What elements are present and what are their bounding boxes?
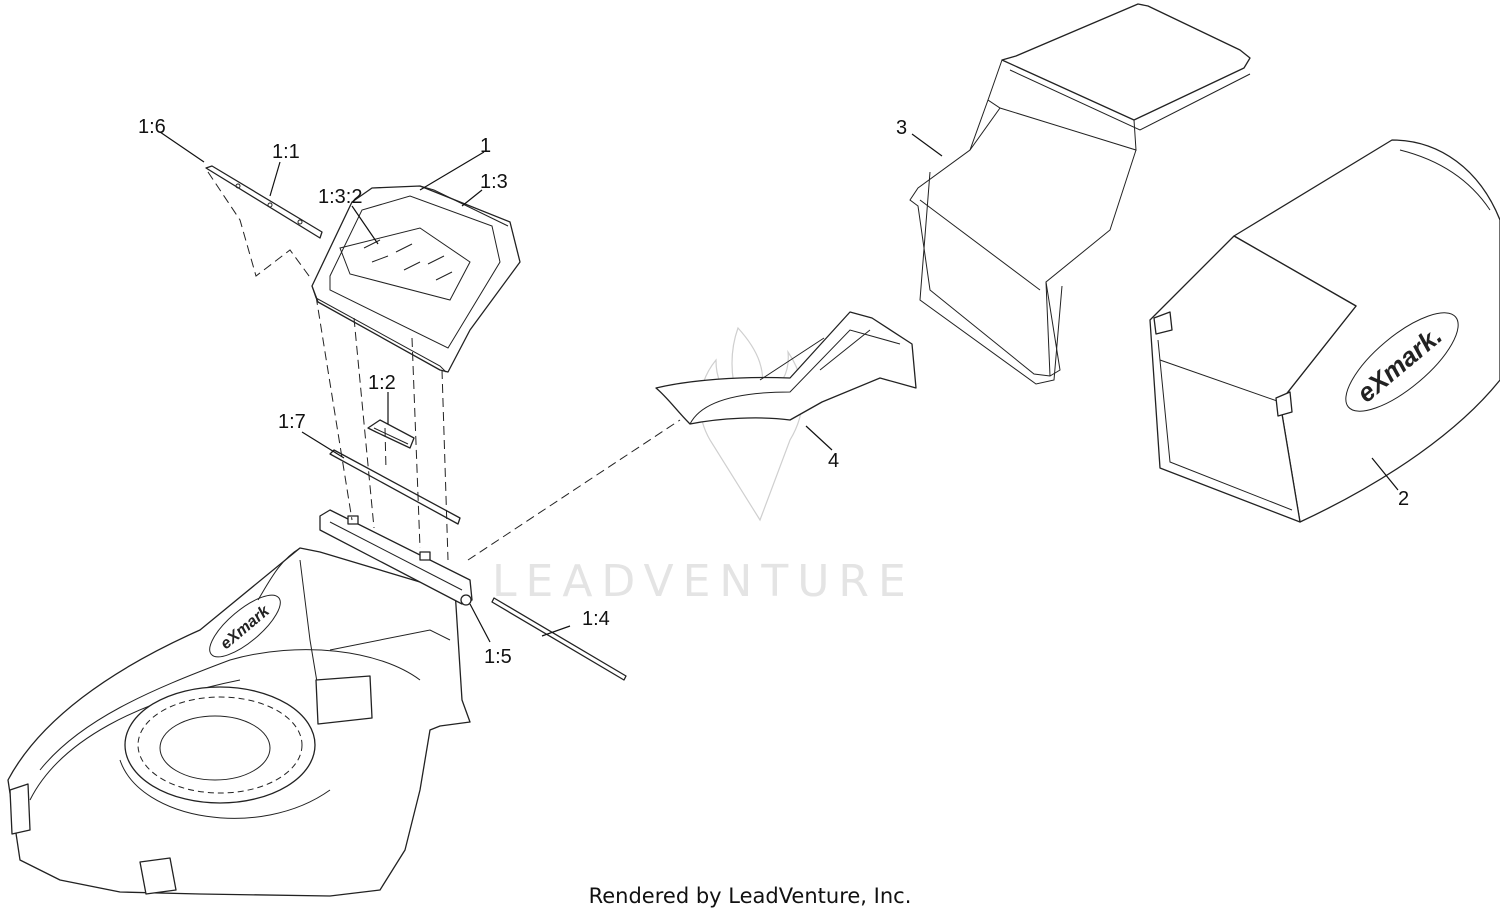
callout-1-4: 1:4	[582, 608, 610, 630]
callout-1-1: 1:1	[272, 141, 300, 163]
leader-lines	[159, 131, 1399, 643]
watermark: LEADVENTURE	[492, 326, 915, 607]
callout-1-2: 1:2	[368, 372, 396, 394]
callout-1-5: 1:5	[484, 646, 512, 668]
callout-4: 4	[828, 450, 839, 472]
callout-2: 2	[1398, 488, 1409, 510]
grass-bag: eXmark.	[1149, 139, 1500, 523]
callout-labels: 1:6 1:1 1 1:3 1:3:2 1:2 1:7 1:5 1:4 4 3 …	[138, 116, 1409, 668]
seal-strip	[329, 449, 461, 525]
watermark-text: LEADVENTURE	[492, 556, 915, 607]
callout-1-3: 1:3	[480, 171, 508, 193]
callout-1-6: 1:6	[138, 116, 166, 138]
callout-1-3-2: 1:3:2	[318, 186, 362, 208]
grass-chute	[655, 311, 917, 425]
hinge-rod	[491, 597, 627, 681]
bag-frame	[909, 3, 1251, 385]
callout-1: 1	[480, 135, 491, 157]
callout-1-7: 1:7	[278, 411, 306, 433]
mower-deck: eXmark	[7, 547, 471, 897]
mounting-bracket	[319, 509, 473, 606]
latch-clip	[367, 419, 415, 449]
assembly-lines	[207, 171, 681, 561]
door-hinge	[205, 165, 323, 239]
rear-door	[311, 185, 521, 373]
footer-credit: Rendered by LeadVenture, Inc.	[588, 884, 912, 908]
callout-3: 3	[896, 117, 907, 139]
